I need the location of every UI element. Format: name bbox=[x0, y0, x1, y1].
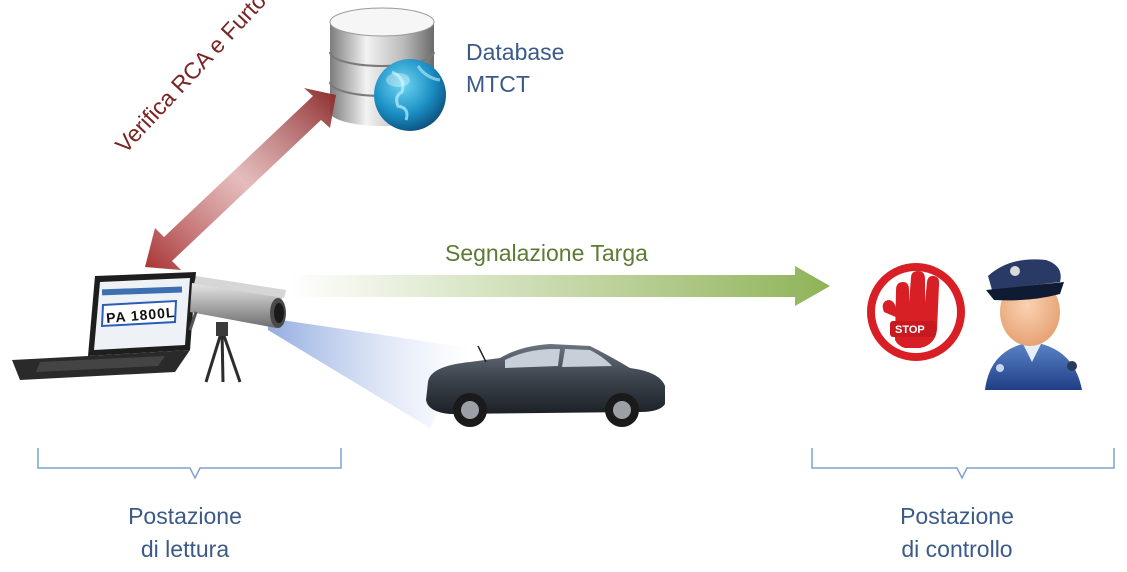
verify-double-arrow bbox=[145, 88, 336, 270]
station-controllo-line2: di controllo bbox=[901, 536, 1013, 562]
station-controllo-label: Postazione di controllo bbox=[852, 500, 1062, 566]
stop-sign-text: STOP bbox=[895, 324, 925, 336]
stop-hand-icon bbox=[867, 263, 965, 361]
signal-label: Segnalazione Targa bbox=[445, 240, 648, 266]
bracket-lettura bbox=[37, 448, 342, 480]
tripod-icon bbox=[204, 322, 242, 383]
database-label-line1: Database bbox=[466, 39, 565, 65]
police-officer-icon bbox=[985, 259, 1082, 390]
station-lettura-line2: di lettura bbox=[140, 536, 230, 562]
signal-arrow bbox=[290, 266, 830, 306]
camera-icon bbox=[188, 276, 286, 331]
database-label-line2: MTCT bbox=[466, 71, 530, 97]
station-controllo-line1: Postazione bbox=[900, 503, 1014, 529]
station-lettura-line1: Postazione bbox=[128, 503, 242, 529]
camera-beam bbox=[268, 318, 470, 428]
bracket-controllo bbox=[811, 448, 1115, 480]
car-icon bbox=[426, 344, 665, 427]
globe-icon bbox=[374, 59, 446, 131]
database-label: Database MTCT bbox=[466, 36, 564, 100]
laptop-icon bbox=[12, 272, 196, 380]
station-lettura-label: Postazione di lettura bbox=[80, 500, 290, 566]
